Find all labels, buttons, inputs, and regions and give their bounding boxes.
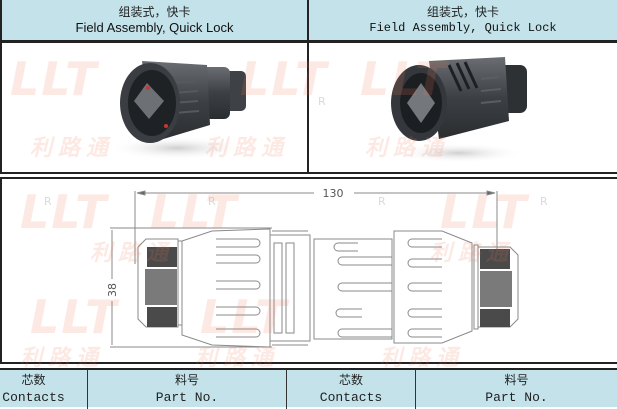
column-header-part-no-2: 料号 Part No.	[416, 370, 617, 409]
column-label-en: Contacts	[2, 390, 65, 405]
dimension-height-label: 38	[106, 283, 119, 297]
column-label-cn: 料号	[504, 373, 529, 387]
title-en-left: Field Assembly, Quick Lock	[75, 20, 234, 35]
column-label-en: Part No.	[155, 390, 219, 405]
title-cn-right: 组装式，快卡	[426, 5, 499, 19]
column-label-cn: 芯数	[21, 373, 46, 387]
dimension-length-label: 130	[323, 187, 344, 200]
column-label-en: Contacts	[319, 390, 383, 405]
column-header-part-no-1: 料号 Part No.	[88, 370, 287, 409]
column-header-contacts-2: 芯数 Contacts	[287, 370, 416, 409]
connector-dimension-drawing: 130 38	[106, 187, 519, 348]
technical-drawing: 130 38	[0, 177, 617, 364]
header-cell-right: 组装式，快卡 Field Assembly, Quick Lock	[309, 0, 617, 43]
connector-photo-front-icon	[107, 61, 247, 160]
column-label-en: Part No.	[485, 390, 548, 405]
column-header-contacts-1: 芯数 Contacts	[0, 370, 88, 409]
title-cn-left: 组装式，快卡	[118, 5, 191, 19]
header-cell-left: 组装式，快卡 Field Assembly, Quick Lock	[0, 0, 309, 43]
parts-table-header: 芯数 Contacts 料号 Part No. 芯数 Contacts 料号 P…	[0, 368, 617, 409]
column-label-cn: 芯数	[338, 373, 363, 387]
connector-photo-angled-icon	[391, 57, 527, 163]
product-photo-left	[0, 43, 309, 174]
product-photo-right	[309, 43, 617, 174]
title-en-right: Field Assembly, Quick Lock	[369, 21, 557, 35]
column-label-cn: 料号	[174, 373, 199, 387]
